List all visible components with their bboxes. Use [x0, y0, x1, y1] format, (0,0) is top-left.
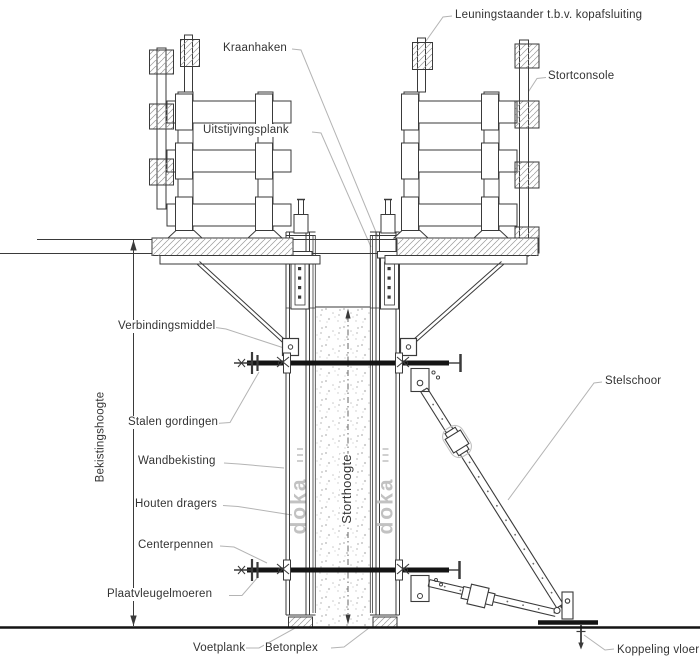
- wall-form-panel-left: doka: [285, 198, 316, 628]
- wall-form-panel-right: doka: [369, 198, 402, 628]
- work-platform-right: [384, 37, 540, 357]
- doka-brand-right: doka: [375, 477, 398, 534]
- label-stortconsole: Stortconsole: [547, 70, 616, 83]
- label-stelschoor: Stelschoor: [604, 375, 663, 388]
- label-centerpennen: Centerpennen: [137, 539, 215, 552]
- label-leuningstaander: Leuningstaander t.b.v. kopafsluiting: [454, 9, 644, 22]
- doka-brand-left: doka: [288, 477, 311, 534]
- label-uitstijvingsplank: Uitstijvingsplank: [202, 124, 290, 137]
- adjustable-brace: [420, 387, 598, 650]
- label-verbindingsmiddel: Verbindingsmiddel: [117, 320, 217, 333]
- label-houten-dragers: Houten dragers: [134, 498, 219, 511]
- label-storthoogte: Storthoogte: [338, 453, 355, 525]
- leader-lines: [211, 15, 615, 651]
- label-bekistingshoogte: Bekistingshoogte: [94, 390, 108, 484]
- label-wandbekisting: Wandbekisting: [137, 455, 217, 468]
- label-kraanhaken: Kraanhaken: [222, 42, 289, 55]
- label-plaatvleugelmoeren: Plaatvleugelmoeren: [106, 588, 214, 601]
- label-voetplank: Voetplank: [192, 642, 247, 655]
- label-stalen-gordingen: Stalen gordingen: [127, 416, 220, 429]
- steel-walers: [232, 350, 462, 603]
- work-platform-left: [149, 34, 321, 357]
- label-koppeling-vloer: Koppeling vloer: [616, 644, 700, 657]
- label-betonplex: Betonplex: [264, 642, 319, 655]
